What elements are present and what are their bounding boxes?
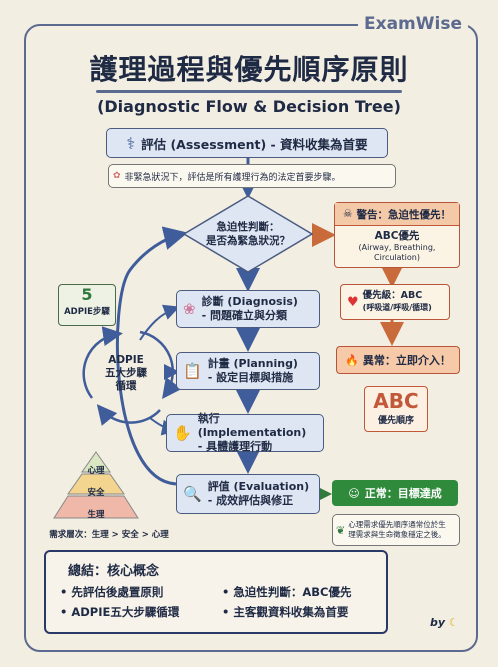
step-evaluation: 🔍 評值 (Evaluation)- 成效評估與修正 (176, 474, 320, 514)
leaf-icon: ❦ (336, 523, 346, 537)
brain-icon: ✿ (113, 171, 121, 181)
skull-icon: ☠ (343, 208, 353, 220)
step-diagnosis: ❀ 診斷 (Diagnosis)- 問題確立與分類 (176, 290, 320, 328)
abc-badge: ABC 優先順序 (364, 386, 428, 432)
clipboard-icon: 📋 (183, 362, 202, 380)
smile-icon: ☺ (348, 486, 360, 500)
outer-frame (24, 24, 478, 652)
magnifier-icon: 🔍 (183, 485, 202, 503)
cycle-label: ADPIE 五大步驟 循環 (105, 354, 147, 392)
pyramid-middle: 安全 (87, 488, 105, 498)
summary-item: • ADPIE五大步驟循環 (60, 605, 180, 619)
page-title: 護理過程與優先順序原則 (89, 53, 409, 86)
abc-priority-title: ABC優先 (374, 230, 420, 242)
stethoscope-icon: ⚕ (126, 133, 136, 153)
normal-box: ☺ 正常：目標達成 (332, 480, 458, 506)
abnormal-box: 🔥 異常：立即介入！ (336, 346, 460, 374)
five-steps-badge: 5 ADPIE步驟 (58, 284, 116, 326)
assessment-box: ⚕ 評估 (Assessment) - 資料收集為首要 (106, 128, 388, 158)
heart-icon: ♥ (347, 294, 359, 310)
step-implementation: ✋ 執行 (Implementation)- 具體護理行動 (166, 412, 324, 453)
fire-icon: 🔥 (345, 353, 359, 367)
brand-logo: ExamWise (358, 14, 468, 34)
normal-note: ❦ 心理需求優先順序通常位於生理需求與生命徵象穩定之後。 (332, 514, 460, 546)
summary-box: 總結：核心概念 • 先評估後處置原則 • 急迫性判斷：ABC優先 • ADPIE… (44, 550, 388, 634)
summary-item: • 主客觀資料收集為首要 (222, 605, 349, 619)
hand-icon: ✋ (173, 424, 192, 442)
pyramid-bottom: 生理 (87, 510, 105, 520)
summary-item: • 急迫性判斷：ABC優先 (222, 585, 352, 599)
decision-text: 急迫性判斷： 是否為緊急狀況？ (206, 221, 290, 247)
step-planning: 📋 計畫 (Planning)- 設定目標與措施 (176, 352, 320, 390)
warning-box: ☠ 警告：急迫性優先！ ABC優先 (Airway, Breathing, Ci… (334, 202, 460, 268)
summary-heading: 總結：核心概念 (68, 564, 160, 579)
brain-icon: ❀ (183, 300, 196, 318)
title-underline (96, 90, 402, 93)
banana-icon: ☾ (448, 616, 459, 629)
abc-detail: (Airway, Breathing, Circulation) (358, 243, 436, 262)
pyramid-caption: 需求層次：生理 > 安全 > 心理 (49, 530, 169, 540)
by-signature: by ☾ (430, 616, 459, 629)
page-subtitle: (Diagnostic Flow & Decision Tree) (97, 97, 401, 116)
assessment-note: ✿ 非緊急狀況下，評估是所有護理行為的法定首要步驟。 (108, 164, 396, 188)
assessment-label: 評估 (Assessment) - 資料收集為首要 (141, 136, 368, 152)
priority-box: ♥ 優先級：ABC (呼吸道/呼吸/循環) (340, 284, 450, 320)
summary-item: • 先評估後處置原則 (60, 585, 164, 599)
pyramid-top: 心理 (87, 466, 105, 476)
